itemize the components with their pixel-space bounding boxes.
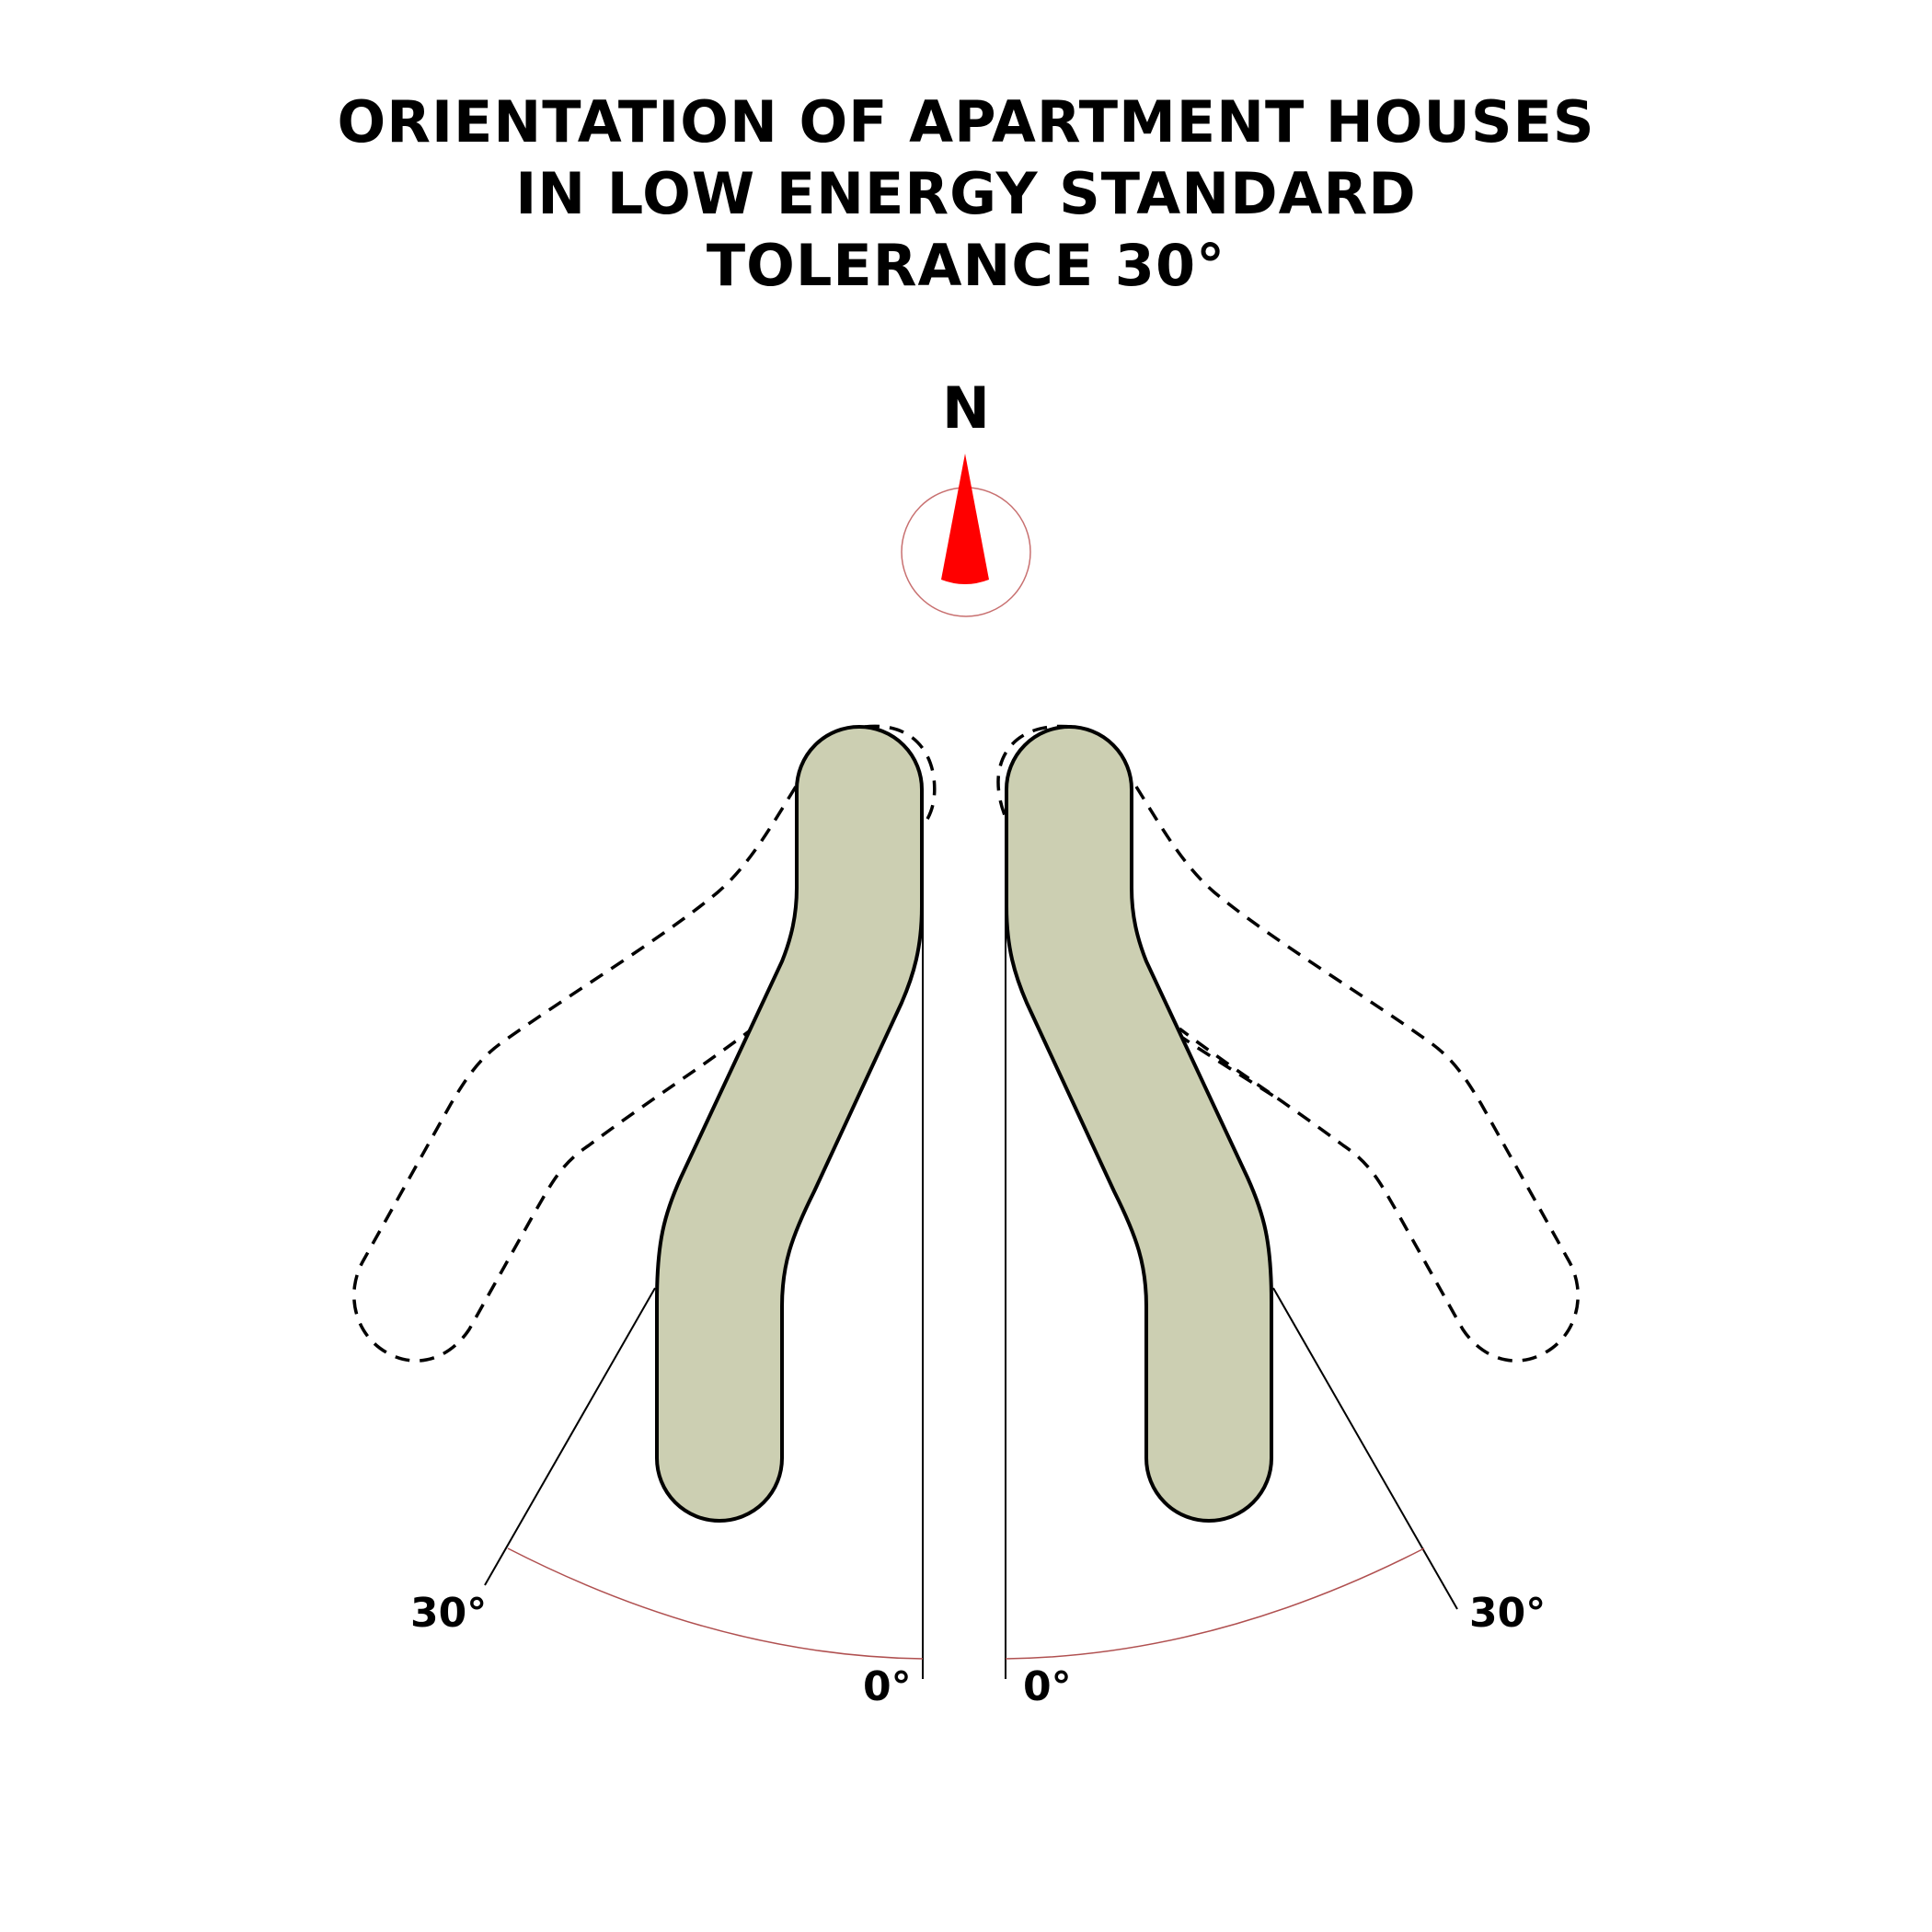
north-compass: N (901, 374, 1031, 617)
title-line-1: ORIENTATION OF APARTMENT HOUSES (337, 88, 1595, 155)
left-building-rotated-outline (352, 786, 798, 1363)
right-building-rotated-outline (1134, 786, 1580, 1363)
right-building-rotated-inner (996, 724, 1280, 1101)
left-tolerance-label: 30° (410, 1590, 487, 1637)
north-label: N (942, 374, 990, 442)
right-tolerance-line (1272, 1287, 1458, 1610)
right-zero-label: 0° (1023, 1663, 1072, 1710)
left-angle-arc (507, 1547, 924, 1660)
right-building (1005, 725, 1273, 1523)
right-angle-arc (1005, 1547, 1425, 1660)
left-tolerance-line (484, 1287, 656, 1586)
left-zero-label: 0° (863, 1663, 912, 1710)
left-building-rotated-cap (864, 724, 937, 825)
north-arrow-icon (941, 454, 989, 584)
right-tolerance-label: 30° (1469, 1590, 1546, 1637)
title-line-3: TOLERANCE 30° (706, 232, 1226, 299)
title-line-2: IN LOW ENERGY STANDARD (515, 160, 1417, 227)
left-building (655, 725, 924, 1523)
